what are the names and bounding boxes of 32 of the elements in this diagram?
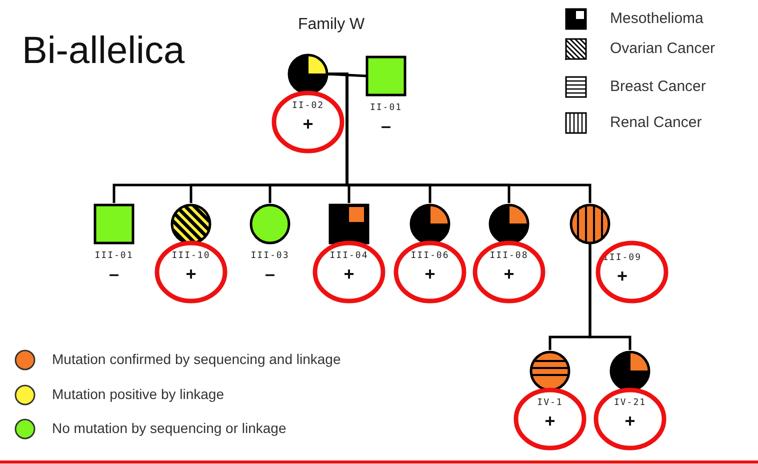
test-result-sign: + bbox=[186, 264, 196, 284]
test-result-sign: – bbox=[108, 264, 119, 284]
legend-label: Mutation confirmed by sequencing and linkage bbox=[52, 351, 341, 367]
test-result-sign: + bbox=[624, 411, 636, 431]
legend-label: Breast Cancer bbox=[610, 78, 706, 95]
test-result-sign: + bbox=[544, 411, 556, 431]
legend-label: No mutation by sequencing or linkage bbox=[52, 420, 286, 436]
test-result-sign: + bbox=[302, 114, 314, 134]
individual-id: II-02 bbox=[292, 101, 324, 112]
test-result-sign: – bbox=[380, 116, 391, 136]
pedigree-heading: Family W bbox=[298, 16, 365, 34]
individual-id: III-06 bbox=[410, 251, 450, 262]
individual-id: III-04 bbox=[330, 251, 368, 262]
test-result-sign: + bbox=[424, 264, 436, 284]
individual-id: III-01 bbox=[94, 251, 134, 262]
individual-id: IV-21 bbox=[614, 398, 646, 409]
legend-label: Mutation positive by linkage bbox=[52, 386, 224, 402]
individual-id: II-01 bbox=[370, 103, 402, 114]
test-result-sign: + bbox=[344, 264, 354, 284]
legend-label: Mesothelioma bbox=[610, 10, 704, 27]
test-result-sign: + bbox=[504, 264, 514, 284]
test-result-sign: + bbox=[617, 266, 628, 286]
descent-line bbox=[327, 72, 592, 203]
individual-id: III-03 bbox=[250, 251, 290, 262]
test-result-sign: – bbox=[264, 264, 275, 284]
individual-id: III-10 bbox=[172, 251, 210, 262]
title: Bi-allelica bbox=[22, 30, 185, 73]
legend-label: Renal Cancer bbox=[610, 114, 702, 131]
descent-line bbox=[588, 244, 632, 350]
legend-label: Ovarian Cancer bbox=[610, 40, 716, 57]
individual-id: IV-1 bbox=[537, 398, 563, 409]
individual-id: III-08 bbox=[490, 251, 528, 262]
